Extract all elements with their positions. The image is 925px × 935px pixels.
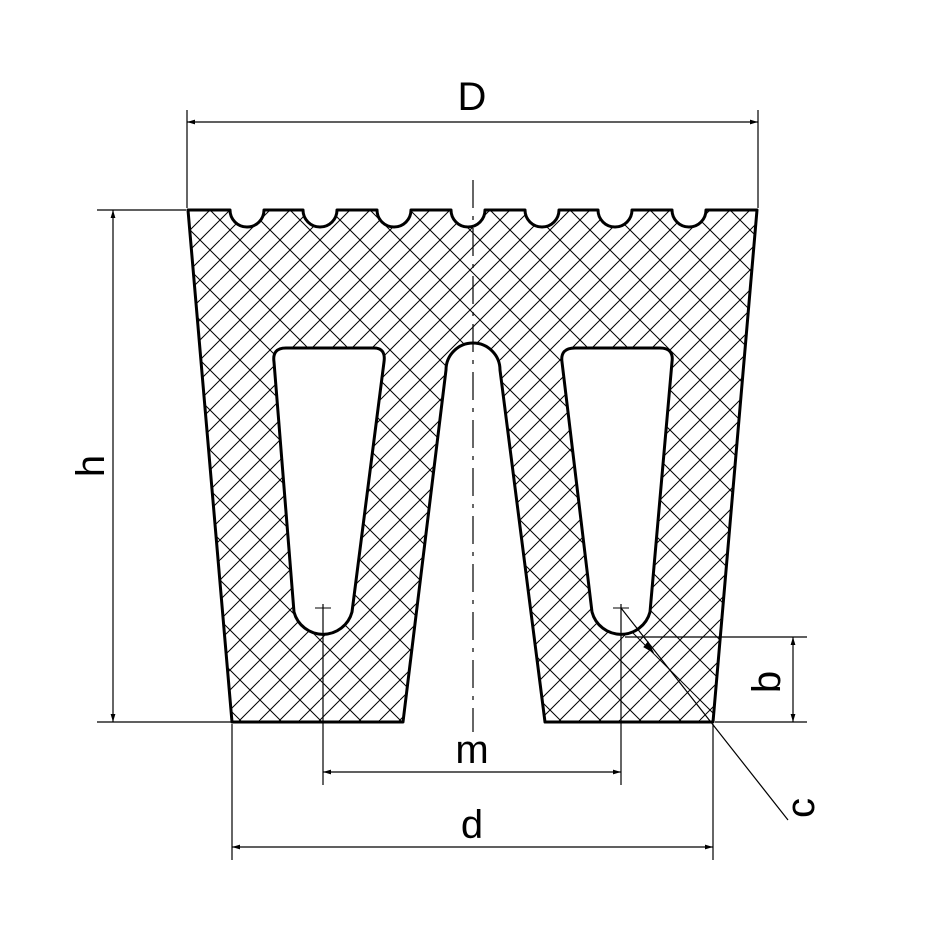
dimension-b: b: [625, 636, 807, 723]
dimension-D-label: D: [458, 75, 487, 119]
dimension-h: h: [69, 209, 232, 723]
dimension-d: d: [231, 724, 714, 860]
dimension-b-label: b: [745, 671, 789, 693]
stopper-body: [186, 208, 759, 724]
dimension-m-label: m: [455, 728, 488, 772]
dimension-D: D: [186, 75, 759, 208]
leader-c: c: [620, 607, 823, 821]
dimension-d-label: d: [461, 803, 483, 847]
dimension-h-label: h: [69, 455, 113, 477]
leader-c-label: c: [779, 798, 823, 818]
dimension-m: m: [315, 604, 629, 785]
